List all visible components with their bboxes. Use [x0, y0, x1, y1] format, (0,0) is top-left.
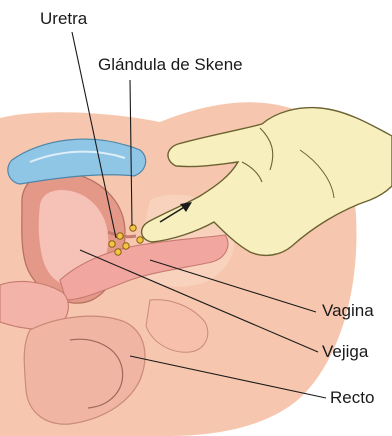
label-recto: Recto	[330, 388, 374, 407]
label-uretra: Uretra	[40, 9, 88, 28]
skene-gland-dot	[123, 243, 129, 249]
skene-gland-dot	[130, 225, 136, 231]
label-vagina: Vagina	[322, 301, 374, 320]
label-skene: Glándula de Skene	[98, 55, 243, 74]
skene-gland-dot	[109, 241, 115, 247]
skene-gland-dot	[115, 249, 121, 255]
skene-gland-dot	[137, 237, 143, 243]
skene-gland-dot	[117, 233, 123, 239]
label-vejiga: Vejiga	[322, 342, 369, 361]
